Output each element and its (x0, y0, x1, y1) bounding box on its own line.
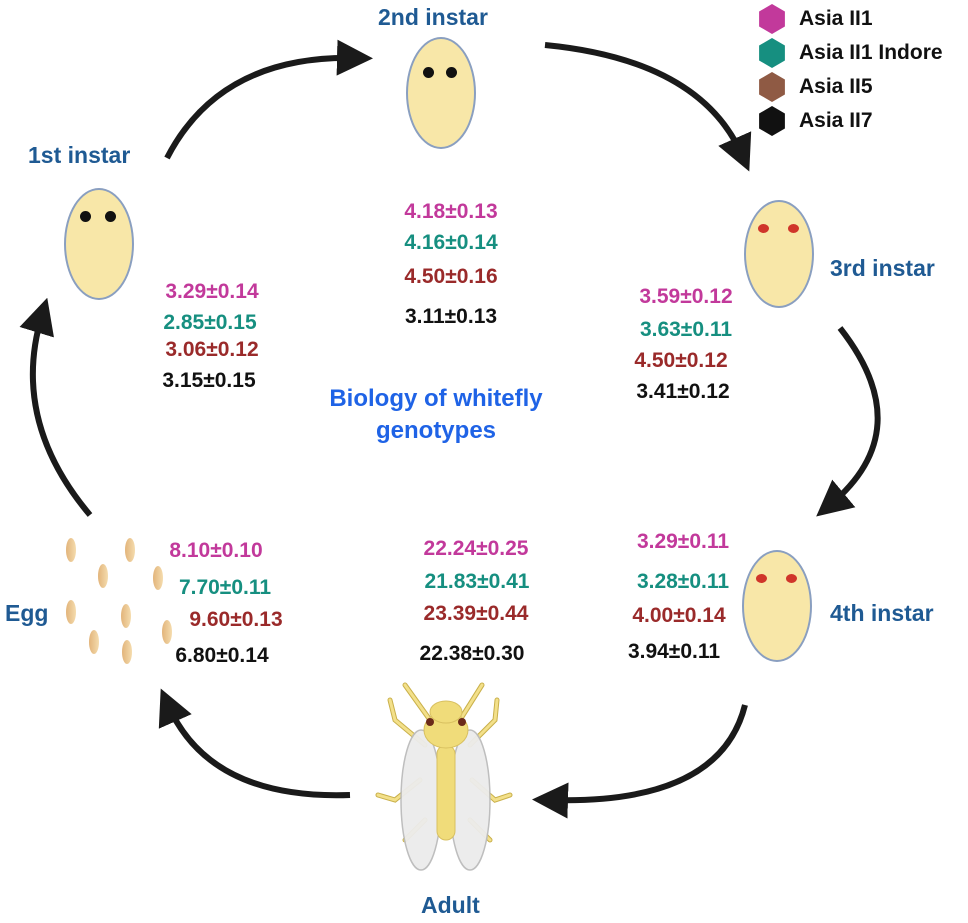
nymph-4th-instar (742, 550, 812, 662)
value-asia-ii7: 3.94±0.11 (627, 640, 721, 663)
eye-spot (105, 211, 116, 222)
value-asia-ii1-indore: 3.63±0.11 (639, 318, 733, 341)
legend-item-asia-ii1-indore: Asia II1 Indore (757, 36, 943, 70)
title-line-1: Biology of whitefly (329, 385, 543, 412)
egg (98, 564, 108, 588)
egg (89, 630, 99, 654)
value-asia-ii7: 22.38±0.30 (419, 642, 525, 665)
legend-label: Asia II1 (799, 7, 873, 30)
egg (66, 600, 76, 624)
egg (121, 604, 131, 628)
egg (122, 640, 132, 664)
label-4th-instar: 4th instar (830, 600, 934, 626)
label-adult: Adult (421, 892, 480, 918)
arrow-3rd-to-4th (816, 326, 881, 517)
hexagon-icon (759, 38, 785, 68)
label-1st-instar: 1st instar (28, 142, 131, 168)
value-asia-ii1-indore: 2.85±0.15 (163, 311, 257, 334)
legend-label: Asia II1 Indore (799, 41, 943, 64)
value-asia-ii1: 4.18±0.13 (404, 200, 498, 223)
title-line-2: genotypes (375, 417, 497, 444)
value-asia-ii1: 3.29±0.14 (165, 280, 259, 303)
value-asia-ii7: 3.41±0.12 (636, 380, 730, 403)
legend: Asia II1 Asia II1 Indore Asia II5 Asia I… (757, 2, 943, 138)
egg (162, 620, 172, 644)
value-asia-ii5: 4.50±0.12 (634, 349, 728, 372)
nymph-2nd-instar (406, 37, 476, 149)
label-2nd-instar: 2nd instar (378, 4, 488, 30)
value-asia-ii1: 3.29±0.11 (636, 530, 730, 553)
eye-spot (80, 211, 91, 222)
legend-item-asia-ii5: Asia II5 (757, 70, 943, 104)
value-asia-ii7: 3.15±0.15 (162, 369, 256, 392)
arrow-adult-to-egg (158, 688, 351, 799)
value-asia-ii5: 9.60±0.13 (189, 608, 283, 631)
hexagon-icon (759, 72, 785, 102)
hexagon-icon (759, 106, 785, 136)
value-asia-ii1-indore: 7.70±0.11 (178, 576, 272, 599)
egg (125, 538, 135, 562)
eye-spot (446, 67, 457, 78)
legend-label: Asia II7 (799, 109, 873, 132)
arrow-egg-to-1st (19, 297, 93, 517)
eye-spot (788, 224, 799, 233)
legend-item-asia-ii1: Asia II1 (757, 2, 943, 36)
legend-label: Asia II5 (799, 75, 873, 98)
arrow-1st-to-2nd (164, 39, 373, 160)
hexagon-icon (759, 4, 785, 34)
arrow-2nd-to-3rd (544, 42, 752, 172)
eye-spot (786, 574, 797, 583)
value-asia-ii1-indore: 4.16±0.14 (404, 231, 498, 254)
value-asia-ii1: 3.59±0.12 (639, 285, 733, 308)
value-asia-ii1-indore: 3.28±0.11 (636, 570, 730, 593)
diagram-title: Biology of whitefly genotypes (286, 383, 586, 447)
label-egg: Egg (5, 600, 49, 626)
value-asia-ii7: 3.11±0.13 (404, 305, 498, 328)
value-asia-ii5: 23.39±0.44 (423, 602, 529, 625)
value-asia-ii5: 3.06±0.12 (165, 338, 259, 361)
legend-item-asia-ii7: Asia II7 (757, 104, 943, 138)
value-asia-ii5: 4.00±0.14 (632, 604, 726, 627)
label-3rd-instar: 3rd instar (830, 255, 935, 281)
value-asia-ii1: 8.10±0.10 (169, 539, 263, 562)
egg (153, 566, 163, 590)
arrow-4th-to-adult (532, 704, 748, 819)
eye-spot (423, 67, 434, 78)
eye-spot (758, 224, 769, 233)
value-asia-ii7: 6.80±0.14 (175, 644, 269, 667)
value-asia-ii5: 4.50±0.16 (404, 265, 498, 288)
value-asia-ii1: 22.24±0.25 (423, 537, 529, 560)
nymph-1st-instar (64, 188, 134, 300)
nymph-3rd-instar (744, 200, 814, 308)
egg (66, 538, 76, 562)
eye-spot (756, 574, 767, 583)
value-asia-ii1-indore: 21.83±0.41 (424, 570, 530, 593)
